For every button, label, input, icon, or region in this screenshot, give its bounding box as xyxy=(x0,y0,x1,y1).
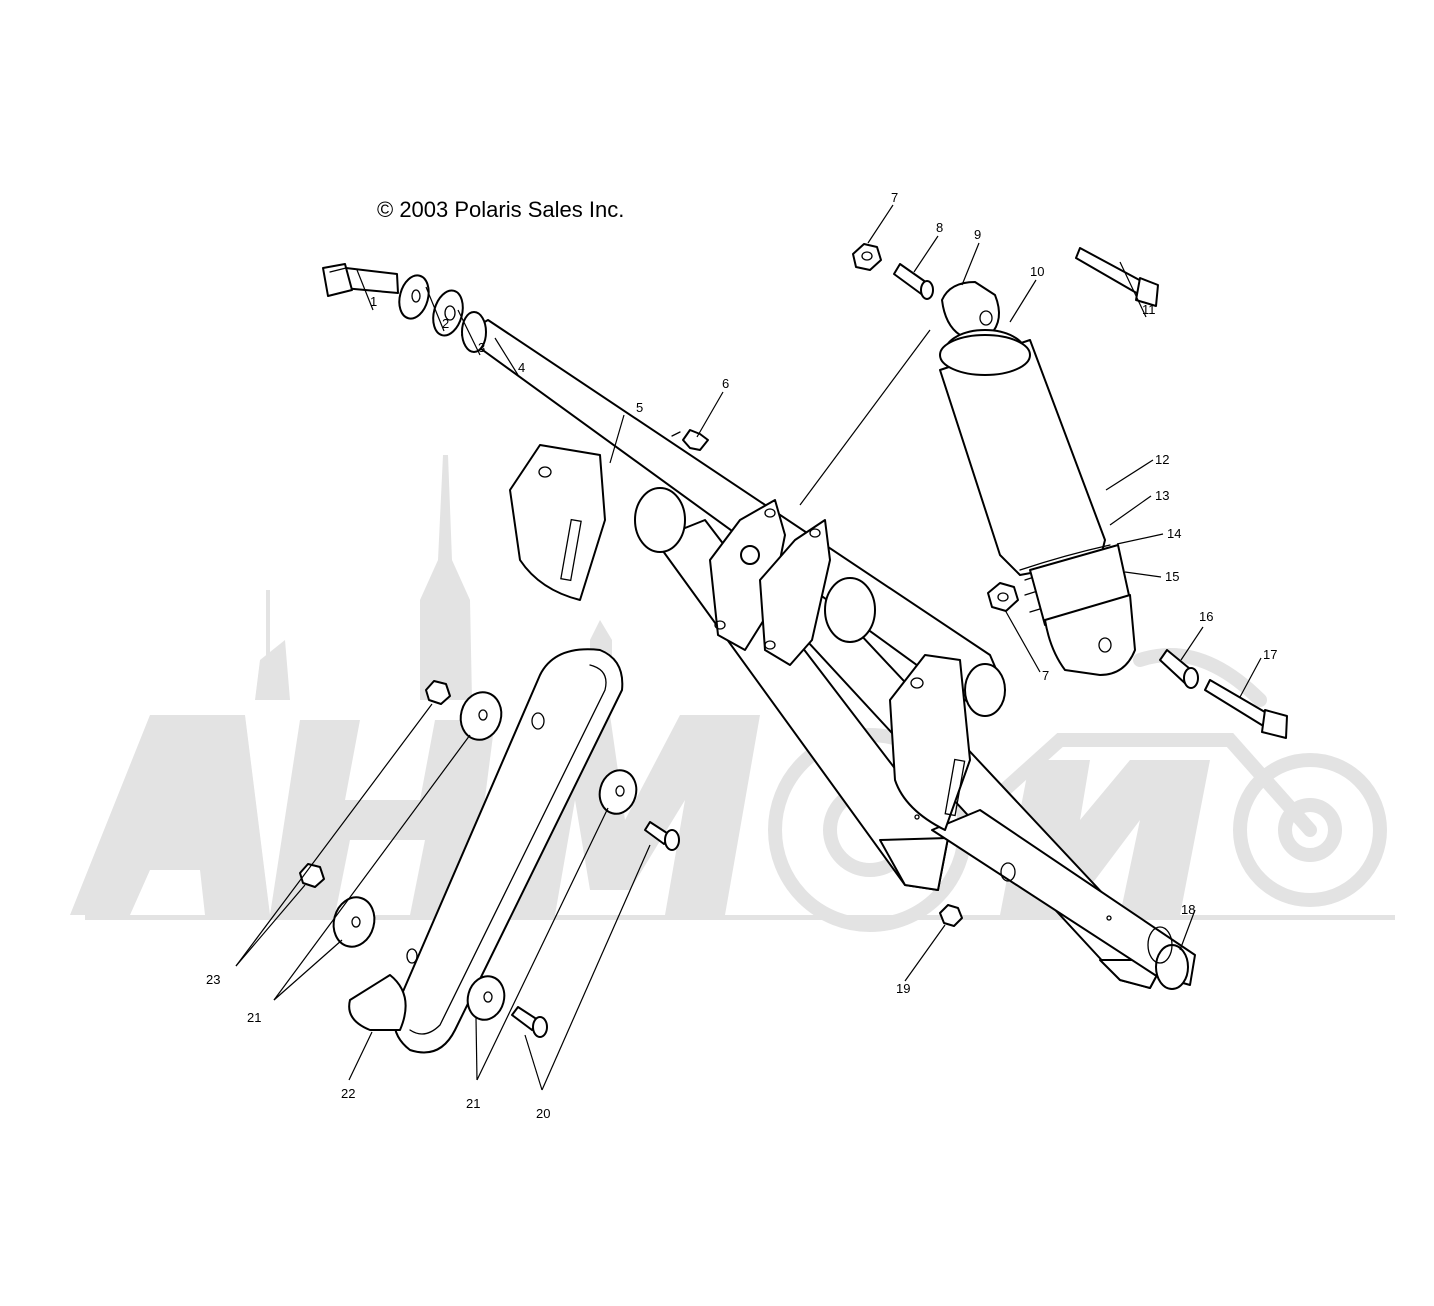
callout-3: 3 xyxy=(478,340,485,355)
callout-16: 16 xyxy=(1199,609,1213,624)
callout-4: 4 xyxy=(518,360,525,375)
callout-14: 14 xyxy=(1167,526,1181,541)
callout-5: 5 xyxy=(636,400,643,415)
callout-18: 18 xyxy=(1181,902,1195,917)
item-7-nut xyxy=(852,243,882,271)
callout-1: 1 xyxy=(370,294,377,309)
item-11-bolt xyxy=(1075,247,1159,307)
callout-7-lower: 7 xyxy=(1042,668,1049,683)
item-17-bolt xyxy=(1204,679,1288,739)
item-21-washer-a xyxy=(459,691,503,741)
callout-labels: 1 2 3 4 5 6 7 8 9 10 11 12 13 14 15 7 16… xyxy=(206,190,1277,1121)
item-1-bolt xyxy=(322,263,399,297)
leader-lines xyxy=(235,204,1262,1091)
shock-absorber xyxy=(852,243,1199,689)
callout-21-left: 21 xyxy=(247,1010,261,1025)
item-23-nut-bottom xyxy=(299,863,325,888)
item-19-nut xyxy=(939,904,963,927)
item-2-washer xyxy=(398,274,430,320)
item-21-washer-b xyxy=(332,896,376,948)
item-21-washer-d xyxy=(466,975,506,1021)
item-6-clip xyxy=(671,429,709,451)
link-assembly xyxy=(299,648,680,1054)
callout-6: 6 xyxy=(722,376,729,391)
callout-12: 12 xyxy=(1155,452,1169,467)
item-21-washer-c xyxy=(598,769,638,815)
callout-19: 19 xyxy=(896,981,910,996)
callout-11: 11 xyxy=(1142,302,1156,317)
callout-2: 2 xyxy=(442,316,449,331)
callout-23: 23 xyxy=(206,972,220,987)
callout-17: 17 xyxy=(1263,647,1277,662)
upper-cross-shaft xyxy=(461,311,1006,831)
callout-9: 9 xyxy=(974,227,981,242)
callout-10: 10 xyxy=(1030,264,1044,279)
copyright-text: © 2003 Polaris Sales Inc. xyxy=(377,197,624,222)
watermark xyxy=(70,455,1395,932)
callout-13: 13 xyxy=(1155,488,1169,503)
item-23-nut-top xyxy=(425,680,451,705)
callout-15: 15 xyxy=(1165,569,1179,584)
callout-21-bottom: 21 xyxy=(466,1096,480,1111)
item-7-nut-lower xyxy=(987,582,1019,612)
callout-7-top: 7 xyxy=(891,190,898,205)
callout-8: 8 xyxy=(936,220,943,235)
callout-22: 22 xyxy=(341,1086,355,1101)
callout-20: 20 xyxy=(536,1106,550,1121)
